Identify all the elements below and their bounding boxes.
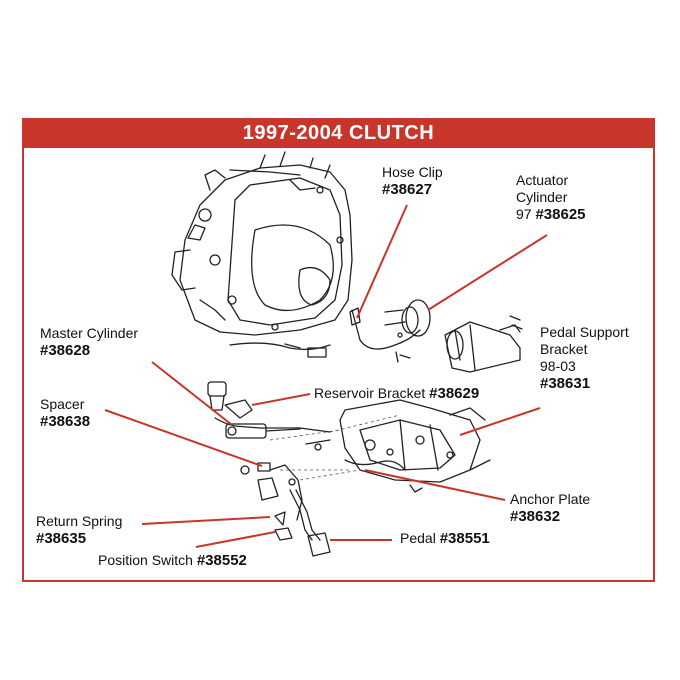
- leader-pedal-support: [459, 407, 541, 436]
- leader-spacer: [104, 409, 263, 467]
- engine-bellhousing: [171, 151, 353, 336]
- leader-actuator: [427, 234, 548, 311]
- label-hose-clip: Hose Clip #38627: [382, 164, 443, 198]
- label-anchor-plate: Anchor Plate #38632: [510, 491, 591, 525]
- label-return-spring: Return Spring #38635: [36, 513, 123, 547]
- label-master-cylinder: Master Cylinder #38628: [40, 325, 139, 359]
- label-pedal: Pedal #38551: [400, 530, 490, 547]
- leader-reservoir: [251, 393, 311, 406]
- label-reservoir-bracket: Reservoir Bracket #38629: [314, 385, 480, 402]
- support-tube: [444, 321, 521, 373]
- leader-anchor-plate: [364, 469, 506, 501]
- hose-assembly: [229, 307, 421, 358]
- leader-master-cylinder: [151, 361, 233, 426]
- spacer-bolts: [240, 427, 331, 475]
- actuator-cylinder: [384, 299, 431, 363]
- leader-hose-clip: [356, 204, 408, 319]
- label-spacer: Spacer #38638: [40, 396, 91, 430]
- pedal-bracket: [339, 399, 491, 493]
- leader-position-switch: [195, 531, 276, 548]
- diagram-title: 1997-2004 CLUTCH: [22, 118, 655, 148]
- leader-return-spring: [141, 516, 271, 525]
- label-pedal-support-bracket: Pedal Support Bracket 98-03 #38631: [540, 324, 629, 392]
- pedal-arm: [257, 464, 331, 557]
- label-actuator-cylinder: Actuator Cylinder 97 #38625: [516, 172, 586, 223]
- master-cylinder-assembly: [207, 381, 301, 439]
- label-position-switch: Position Switch #38552: [98, 552, 247, 569]
- diagram-frame: [22, 118, 655, 582]
